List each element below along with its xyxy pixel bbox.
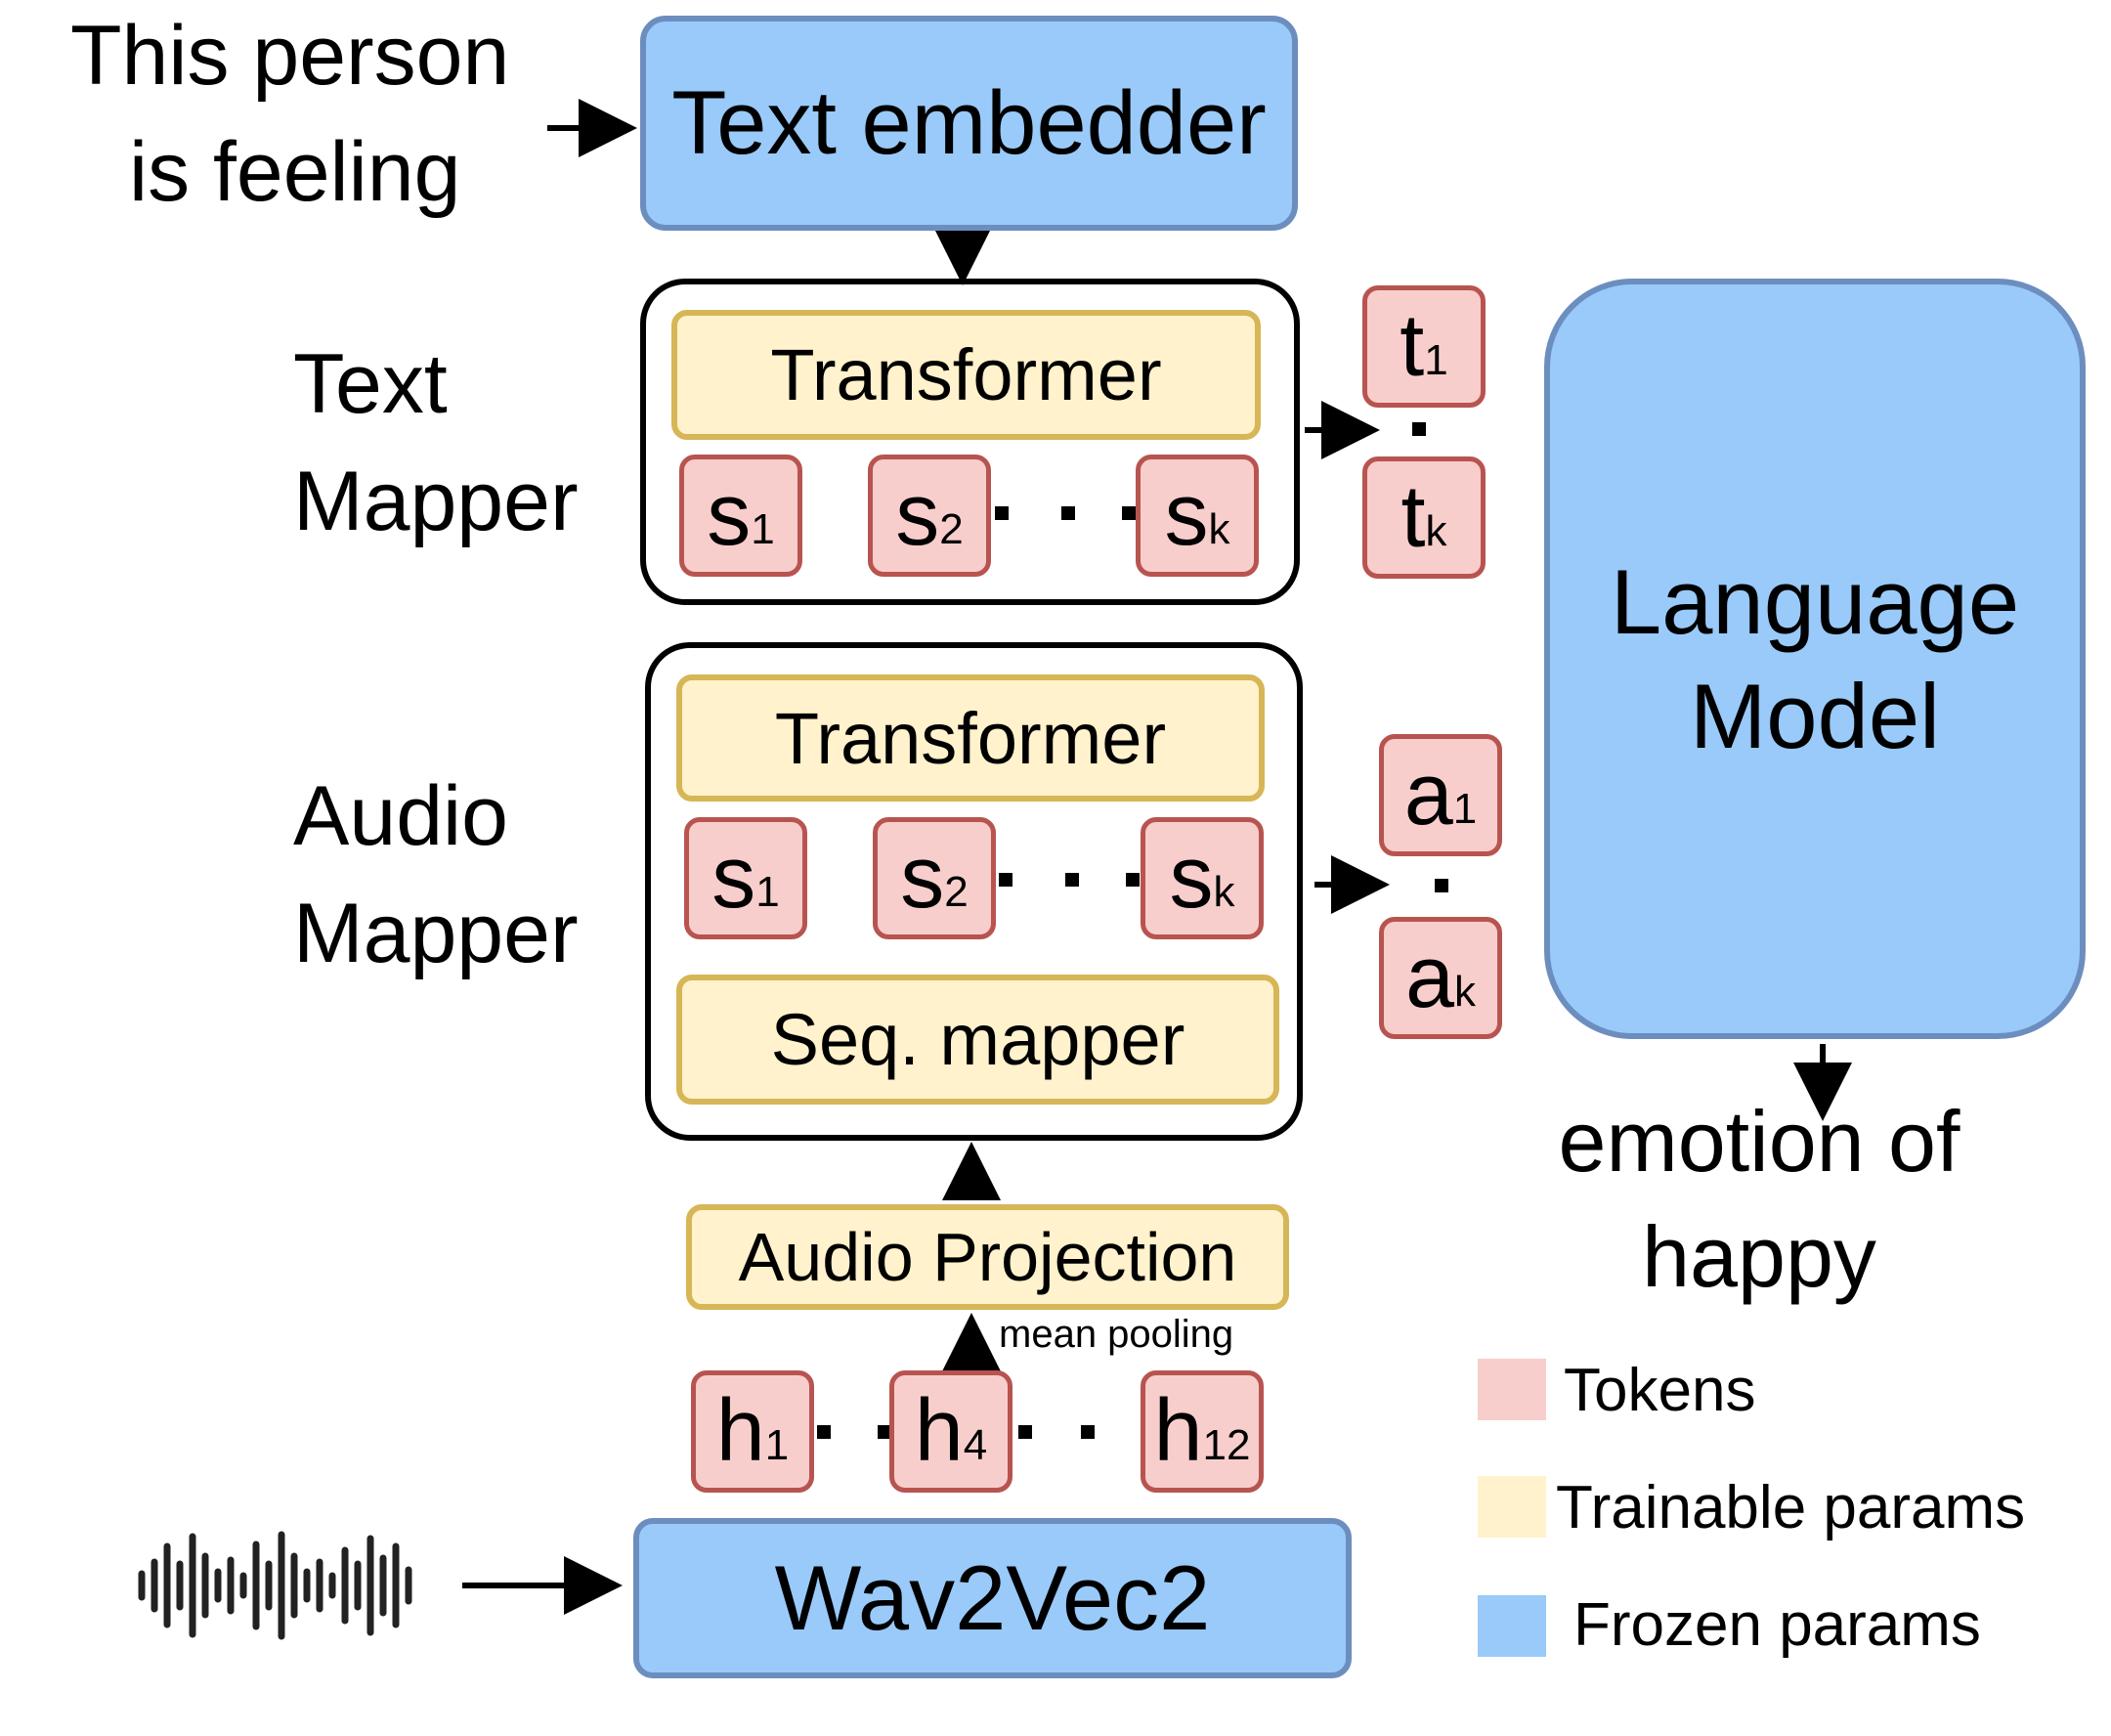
audio-mapper-title-line-2: Mapper [293, 887, 579, 980]
seq-mapper-block: Seq. mapper [676, 975, 1279, 1105]
token-symbol: s [1169, 829, 1214, 927]
text-embedder-block: Text embedder [640, 16, 1298, 231]
ellipsis-dot [1061, 506, 1075, 520]
token-symbol: a [1404, 929, 1455, 1026]
legend-label-frozen: Frozen params [1573, 1591, 1981, 1659]
legend-swatch-frozen [1478, 1595, 1546, 1657]
token-symbol: t [1400, 468, 1426, 566]
ellipsis-dot [1412, 422, 1426, 436]
input-text-line-2: is feeling [129, 125, 461, 219]
token-symbol: h [914, 1382, 964, 1480]
text-mapper-transformer: Transformer [671, 310, 1261, 440]
audio-projection-label: Audio Projection [738, 1219, 1237, 1295]
token-symbol: h [715, 1382, 765, 1480]
token-subscript: 4 [963, 1420, 988, 1469]
text-mapper-block [640, 279, 1300, 605]
ellipsis-dot [1018, 1425, 1032, 1439]
language-model-label-line-2: Model [1689, 665, 1941, 767]
token-symbol: t [1400, 297, 1425, 395]
token-subscript: 1 [764, 1420, 790, 1469]
token-subscript: 2 [944, 867, 969, 916]
legend-swatch-tokens [1478, 1359, 1546, 1420]
token-symbol: s [707, 466, 752, 564]
token-subscript: 1 [1424, 335, 1448, 384]
seq-mapper-label: Seq. mapper [770, 999, 1185, 1080]
text-mapper-transformer-label: Transformer [770, 334, 1162, 415]
wav2vec2-block: Wav2Vec2 [633, 1518, 1352, 1678]
token-subscript: k [1208, 504, 1230, 553]
audio-mapper-transformer: Transformer [676, 674, 1265, 802]
mean-pooling-note: mean pooling [999, 1313, 1234, 1356]
token-subscript: 1 [1452, 784, 1478, 833]
legend-label-tokens: Tokens [1564, 1357, 1756, 1424]
token-symbol: s [900, 829, 945, 927]
token-symbol: s [711, 829, 756, 927]
ellipsis-dot [817, 1425, 831, 1439]
audio-mapper-transformer-label: Transformer [774, 697, 1167, 779]
input-text-line-1: This person [70, 9, 510, 103]
token-symbol: a [1403, 746, 1453, 844]
ellipsis-dot [995, 506, 1009, 520]
token-subscript: 12 [1202, 1420, 1251, 1469]
output-text-line-2: happy [1642, 1208, 1876, 1305]
text-mapper-title-line-1: Text [293, 337, 448, 431]
token-symbol: s [1164, 466, 1209, 564]
token-subscript: 1 [751, 504, 775, 553]
ellipsis-dot [878, 1425, 891, 1439]
legend-label-trainable: Trainable params [1556, 1474, 2026, 1541]
language-model-label-line-1: Language [1610, 549, 2020, 653]
ellipsis-dot [1126, 873, 1140, 887]
token-symbol: h [1153, 1382, 1203, 1480]
token-subscript: k [1213, 867, 1235, 916]
token-subscript: 2 [939, 504, 964, 553]
language-model-block: Language Model [1544, 279, 2086, 1039]
token-subscript: 1 [755, 867, 780, 916]
token-symbol: s [895, 466, 940, 564]
ellipsis-dot [1435, 879, 1448, 892]
token-subscript: k [1454, 967, 1477, 1016]
text-embedder-label: Text embedder [671, 72, 1267, 173]
audio-mapper-block [645, 642, 1303, 1141]
audio-mapper-title-line-1: Audio [293, 769, 508, 863]
token-subscript: k [1425, 506, 1447, 555]
wav2vec2-label: Wav2Vec2 [774, 1546, 1211, 1649]
output-text-line-1: emotion of [1558, 1093, 1960, 1190]
audio-projection-block: Audio Projection [686, 1204, 1289, 1310]
legend-swatch-trainable [1478, 1476, 1546, 1538]
ellipsis-dot [1122, 506, 1136, 520]
ellipsis-dot [1065, 873, 1079, 887]
ellipsis-dot [999, 873, 1012, 887]
ellipsis-dot [1081, 1425, 1095, 1439]
waveform-icon [138, 1531, 412, 1640]
text-mapper-title-line-2: Mapper [293, 455, 579, 548]
